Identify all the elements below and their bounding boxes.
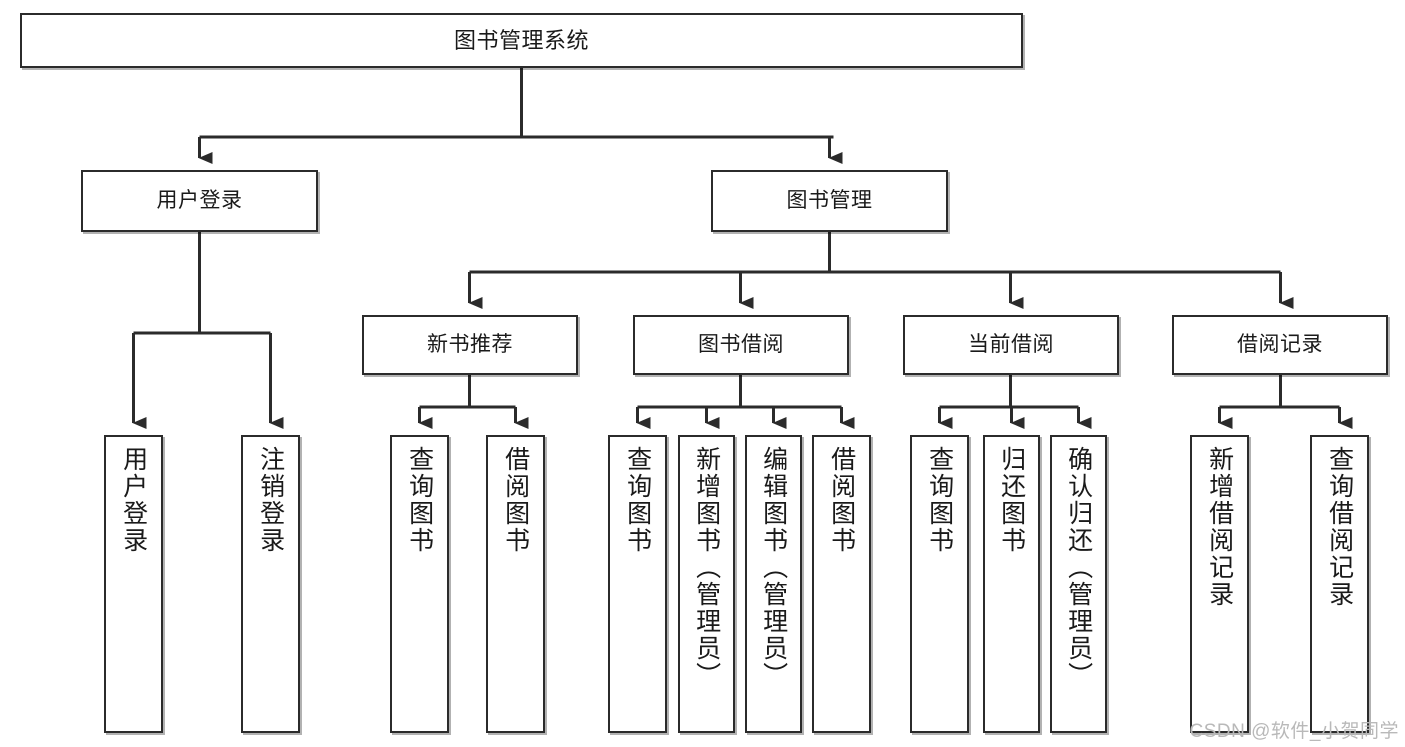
node-book-borrow[interactable]: 图书借阅 (633, 315, 849, 375)
node-leaf-logout-label: 注销登录 (256, 446, 285, 554)
node-book-manage-label: 图书管理 (786, 188, 873, 212)
node-current-borrow[interactable]: 当前借阅 (903, 315, 1119, 375)
node-leaf-add-record-label: 新增借阅记录 (1205, 446, 1234, 608)
node-root[interactable]: 图书管理系统 (20, 13, 1023, 68)
node-leaf-user-login[interactable]: 用户登录 (104, 435, 163, 733)
node-new-book-recommend-label: 新书推荐 (427, 332, 513, 356)
node-leaf-add-record[interactable]: 新增借阅记录 (1190, 435, 1249, 733)
node-user-login-label: 用户登录 (156, 188, 243, 212)
node-leaf-confirm-return[interactable]: 确认归还（管理员） (1050, 435, 1107, 733)
node-leaf-borrow-book-2-label: 借阅图书 (827, 446, 856, 554)
node-leaf-add-book-label: 新增图书（管理员） (692, 446, 721, 689)
node-leaf-confirm-return-label: 确认归还（管理员） (1064, 446, 1093, 689)
node-user-login[interactable]: 用户登录 (81, 170, 318, 232)
node-leaf-query-book-2-label: 查询图书 (623, 446, 652, 554)
node-leaf-borrow-book-1-label: 借阅图书 (501, 446, 530, 554)
node-leaf-edit-book-label: 编辑图书（管理员） (759, 446, 788, 689)
watermark: CSDN @软件_小贺同学 (1189, 721, 1399, 742)
node-leaf-borrow-book-2[interactable]: 借阅图书 (812, 435, 871, 733)
node-leaf-add-book[interactable]: 新增图书（管理员） (678, 435, 735, 733)
node-leaf-logout[interactable]: 注销登录 (241, 435, 300, 733)
node-leaf-return-book-label: 归还图书 (997, 446, 1026, 554)
node-borrow-record[interactable]: 借阅记录 (1172, 315, 1388, 375)
node-leaf-user-login-label: 用户登录 (119, 446, 148, 554)
node-root-label: 图书管理系统 (453, 27, 589, 53)
node-leaf-query-record[interactable]: 查询借阅记录 (1310, 435, 1369, 733)
node-leaf-query-book-3-label: 查询图书 (925, 446, 954, 554)
node-book-borrow-label: 图书借阅 (698, 332, 784, 356)
node-new-book-recommend[interactable]: 新书推荐 (362, 315, 578, 375)
node-book-manage[interactable]: 图书管理 (711, 170, 948, 232)
node-current-borrow-label: 当前借阅 (968, 332, 1054, 356)
node-leaf-borrow-book-1[interactable]: 借阅图书 (486, 435, 545, 733)
node-leaf-edit-book[interactable]: 编辑图书（管理员） (745, 435, 802, 733)
node-borrow-record-label: 借阅记录 (1237, 332, 1323, 356)
node-leaf-query-record-label: 查询借阅记录 (1325, 446, 1354, 608)
node-leaf-query-book-1-label: 查询图书 (405, 446, 434, 554)
node-leaf-return-book[interactable]: 归还图书 (983, 435, 1040, 733)
node-leaf-query-book-1[interactable]: 查询图书 (390, 435, 449, 733)
node-leaf-query-book-3[interactable]: 查询图书 (910, 435, 969, 733)
node-leaf-query-book-2[interactable]: 查询图书 (608, 435, 667, 733)
